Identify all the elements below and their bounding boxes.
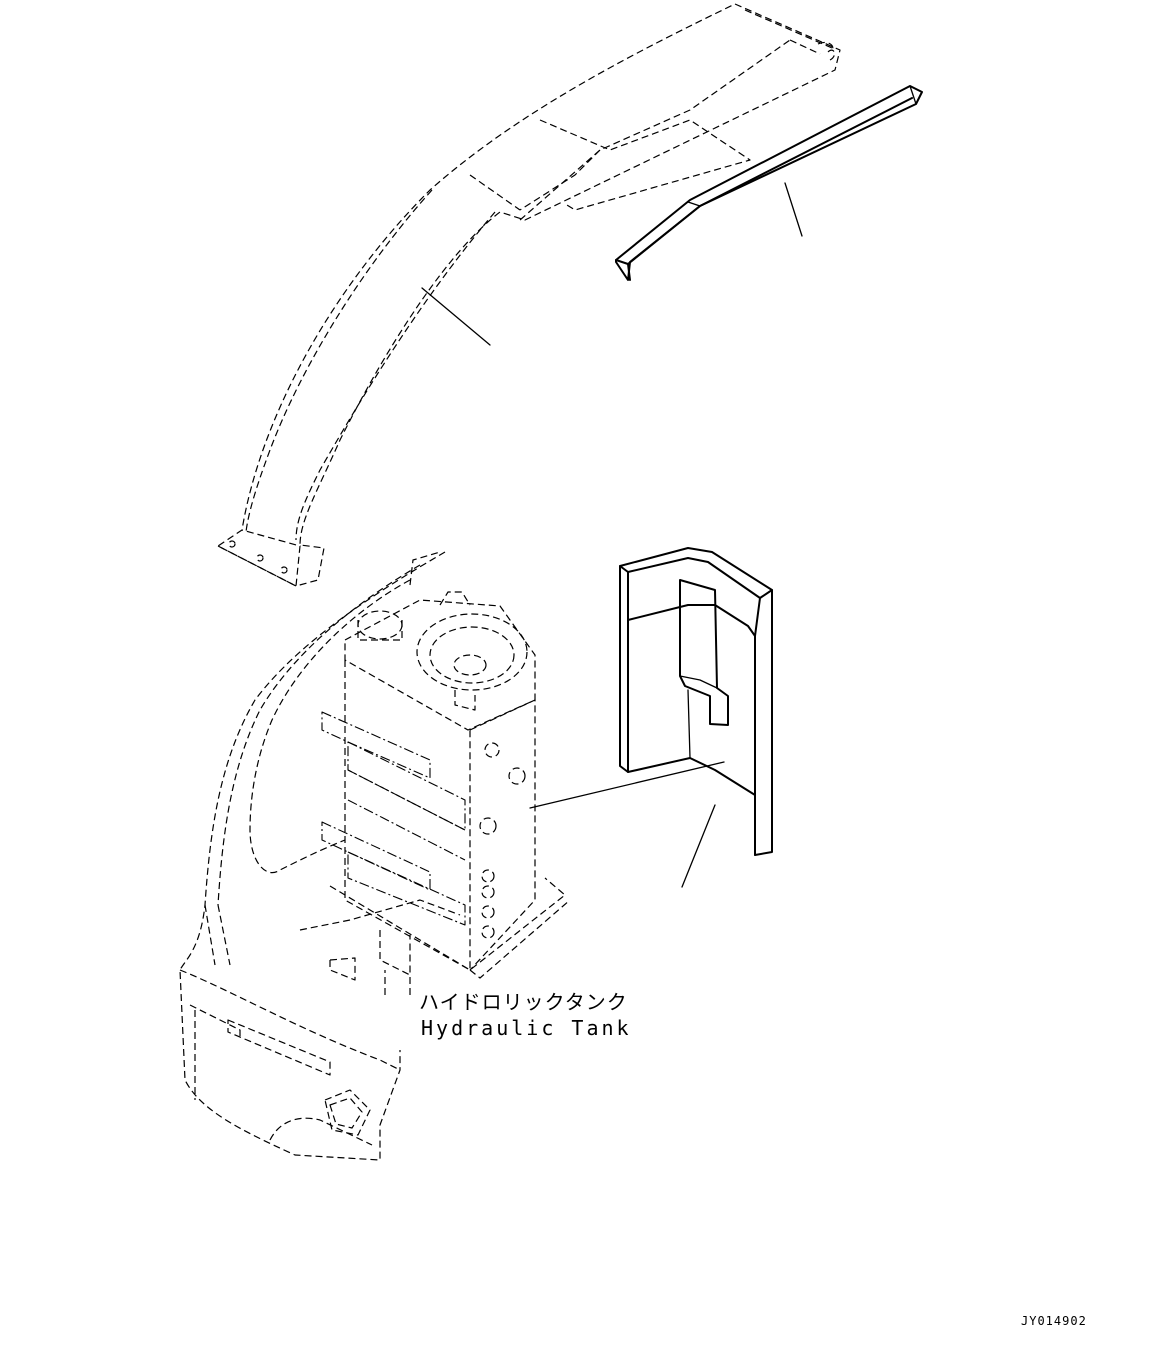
upper-frame-reference xyxy=(217,3,841,587)
hydraulic-tank-outline xyxy=(321,591,571,995)
upper-strip-part xyxy=(615,85,923,281)
hydraulic-tank-label-ja: ハイドロリックタンク xyxy=(419,990,628,1014)
hydraulic-tank-label-en: Hydraulic Tank xyxy=(421,1016,632,1040)
bracket-pad-part xyxy=(619,547,773,856)
lower-housing-reference xyxy=(179,551,461,1161)
leader-lines xyxy=(421,182,803,888)
drawing-number: JY014902 xyxy=(1021,1314,1087,1328)
